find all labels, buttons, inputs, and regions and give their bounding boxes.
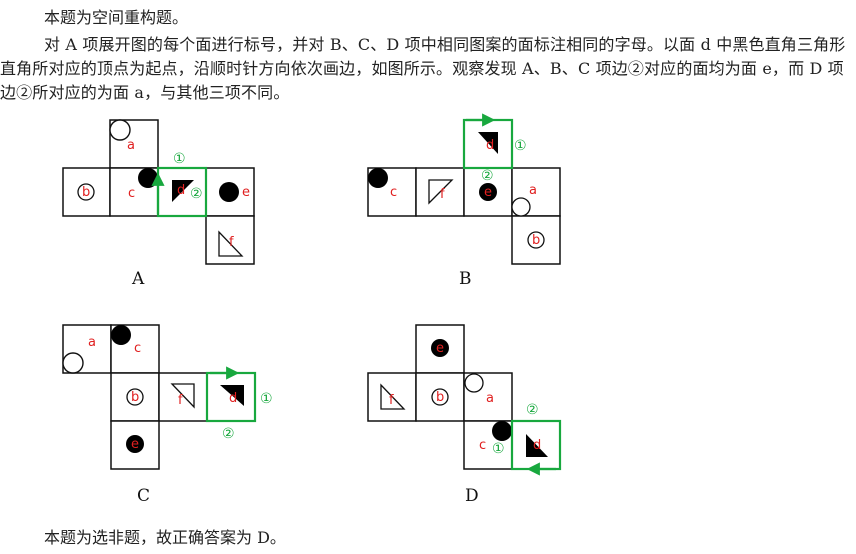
face-f — [158, 372, 208, 422]
small-circle-icon — [109, 119, 131, 141]
black-dot-icon — [492, 421, 512, 441]
ring-icon — [77, 183, 95, 201]
outline-triangle-icon — [428, 179, 454, 205]
edge-2-mark: ② — [190, 186, 203, 202]
face-e — [415, 324, 465, 374]
label-d: d — [486, 138, 494, 153]
edge-1-mark: ① — [492, 441, 505, 457]
outline-triangle-icon — [380, 383, 406, 410]
label-b: b — [532, 233, 540, 248]
label-e: e — [484, 185, 492, 200]
small-circle-icon — [464, 373, 484, 393]
label-d: d — [229, 391, 237, 406]
ring-icon — [431, 388, 449, 406]
label-a: a — [88, 335, 96, 350]
black-dot-icon — [111, 325, 131, 345]
face-b — [62, 167, 111, 217]
face-f — [205, 215, 255, 265]
label-c: c — [134, 341, 141, 356]
small-circle-icon — [62, 352, 84, 374]
black-dot-icon — [368, 168, 388, 188]
label-b: b — [131, 390, 139, 405]
edge-2-mark: ② — [526, 402, 539, 418]
label-c: c — [390, 185, 397, 200]
label-b: b — [436, 390, 444, 405]
edge-2-mark: ② — [222, 426, 235, 442]
caption-d: D — [465, 486, 479, 506]
net-option-d: e f b a c d ② ① D — [367, 324, 562, 506]
caption-b: B — [459, 269, 472, 289]
label-f: f — [440, 187, 445, 202]
net-option-c: a c b f d e ① ② C — [62, 324, 273, 506]
explanation-paragraph: 对 A 项展开图的每个面进行标号，并对 B、C、D 项中相同图案的面标注相同的字… — [0, 35, 846, 102]
outline-triangle-icon — [218, 230, 244, 257]
small-circle-icon — [511, 197, 531, 217]
intro-line: 本题为空间重构题。 — [44, 8, 189, 27]
label-f: f — [229, 235, 234, 250]
ring-icon — [527, 231, 545, 249]
edge-1-mark: ① — [260, 391, 273, 407]
caption-c: C — [137, 486, 150, 506]
black-dot-icon — [219, 182, 239, 202]
label-f: f — [389, 393, 394, 408]
black-triangle-icon — [172, 180, 194, 202]
label-e: e — [436, 341, 444, 356]
outline-triangle-icon — [170, 383, 195, 409]
ring-icon — [126, 388, 144, 406]
net-option-a: a b c d e f ① ② A — [62, 119, 255, 289]
label-d: d — [533, 438, 541, 453]
label-a: a — [127, 138, 135, 153]
label-e: e — [131, 437, 139, 452]
edge-1-mark: ① — [514, 138, 527, 154]
label-c: c — [128, 186, 135, 201]
black-triangle-icon — [526, 434, 548, 457]
label-d: d — [177, 183, 185, 198]
black-triangle-icon — [478, 132, 498, 154]
label-c: c — [479, 438, 486, 453]
black-dot-icon — [126, 435, 144, 453]
net-option-b: d c f e a b ① ② B — [367, 113, 561, 289]
label-e: e — [242, 185, 250, 200]
label-a: a — [529, 183, 537, 198]
edge-1-mark: ① — [173, 151, 186, 167]
conclusion-line: 本题为选非题，故正确答案为 D。 — [44, 528, 286, 547]
black-dot-icon — [431, 339, 449, 357]
black-dot-icon — [479, 183, 497, 201]
label-f: f — [178, 393, 183, 408]
edge-2-mark: ② — [481, 168, 494, 184]
label-b: b — [82, 185, 90, 200]
black-dot-icon — [138, 168, 158, 188]
caption-a: A — [131, 269, 145, 289]
label-a: a — [486, 391, 494, 406]
black-triangle-icon — [220, 385, 244, 406]
